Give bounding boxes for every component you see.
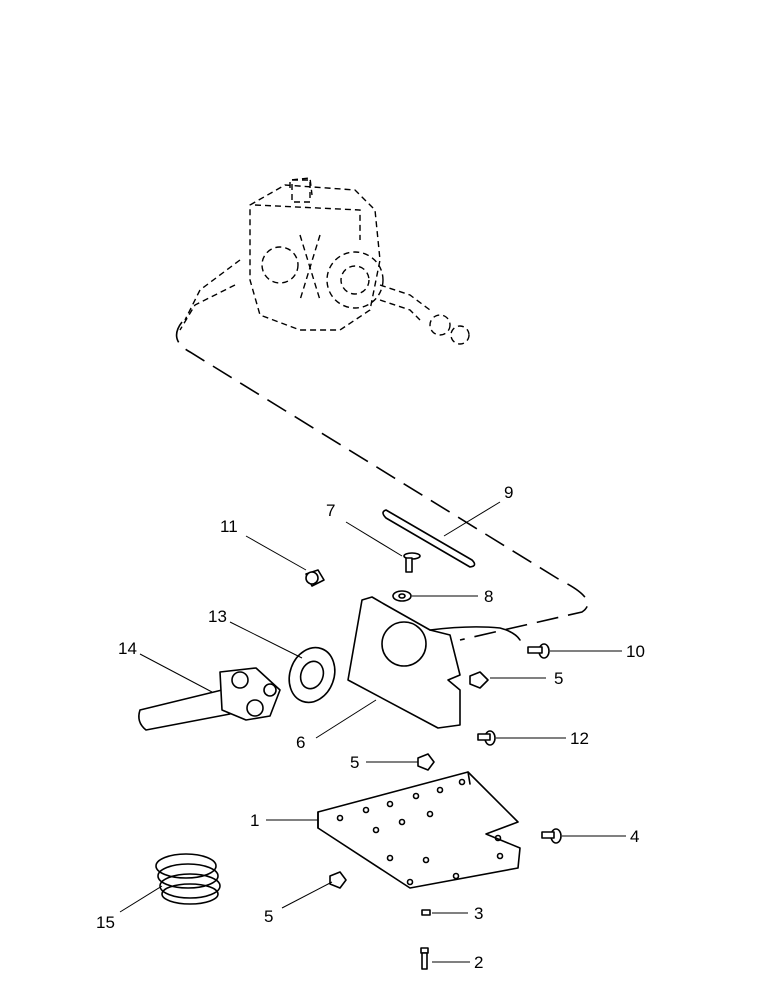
callout-11: 11 — [220, 517, 238, 536]
callout-10: 10 — [626, 642, 645, 661]
callout-2: 2 — [474, 953, 483, 972]
callout-1: 1 — [250, 811, 259, 830]
callout-8: 8 — [484, 587, 493, 606]
callout-15: 15 — [96, 913, 115, 932]
part-12-bolt — [477, 730, 496, 746]
part-5-nut-middle — [417, 753, 435, 771]
leader-15 — [119, 885, 163, 913]
callout-5c: 5 — [264, 907, 273, 926]
callout-7: 7 — [326, 501, 335, 520]
part-10-bolt — [527, 643, 550, 659]
part-11-bushing — [305, 569, 325, 587]
gearbox-ghost — [179, 177, 470, 345]
part-3-nut — [421, 909, 431, 916]
bracket-holes — [336, 778, 504, 886]
part-13-ring — [288, 646, 336, 704]
part-7-bolt — [403, 552, 421, 573]
part-15-spring — [155, 853, 221, 905]
callout-14: 14 — [118, 639, 137, 658]
shield-outline-ghost — [175, 321, 589, 641]
part-9-rod — [382, 509, 476, 568]
leader-7 — [345, 521, 403, 557]
callout-12: 12 — [570, 729, 589, 748]
part-1-mounting-bracket — [317, 771, 521, 889]
callout-9: 9 — [504, 483, 513, 502]
part-5-nut-lower — [329, 871, 347, 889]
leader-11 — [245, 535, 307, 571]
leader-14 — [139, 653, 213, 693]
callout-6: 6 — [296, 733, 305, 752]
part-2-bolt — [420, 947, 429, 970]
callout-5a: 5 — [554, 669, 563, 688]
callout-5b: 5 — [350, 753, 359, 772]
leader-9 — [443, 501, 501, 537]
part-14-driveshaft — [138, 667, 281, 731]
part-5-nut-upper — [469, 671, 489, 689]
callout-13: 13 — [208, 607, 227, 626]
callout-labels: 1 2 3 4 5 5 5 6 7 8 9 10 11 12 13 14 15 — [96, 483, 645, 972]
part-6-shield-plate — [347, 596, 521, 729]
part-4-bolt — [541, 828, 562, 844]
leader-13 — [229, 621, 303, 659]
callout-4: 4 — [630, 827, 639, 846]
callout-3: 3 — [474, 904, 483, 923]
leader-5c — [281, 881, 333, 909]
leader-6 — [315, 699, 377, 739]
part-8-washer — [392, 590, 412, 602]
leader-lines — [119, 501, 626, 963]
